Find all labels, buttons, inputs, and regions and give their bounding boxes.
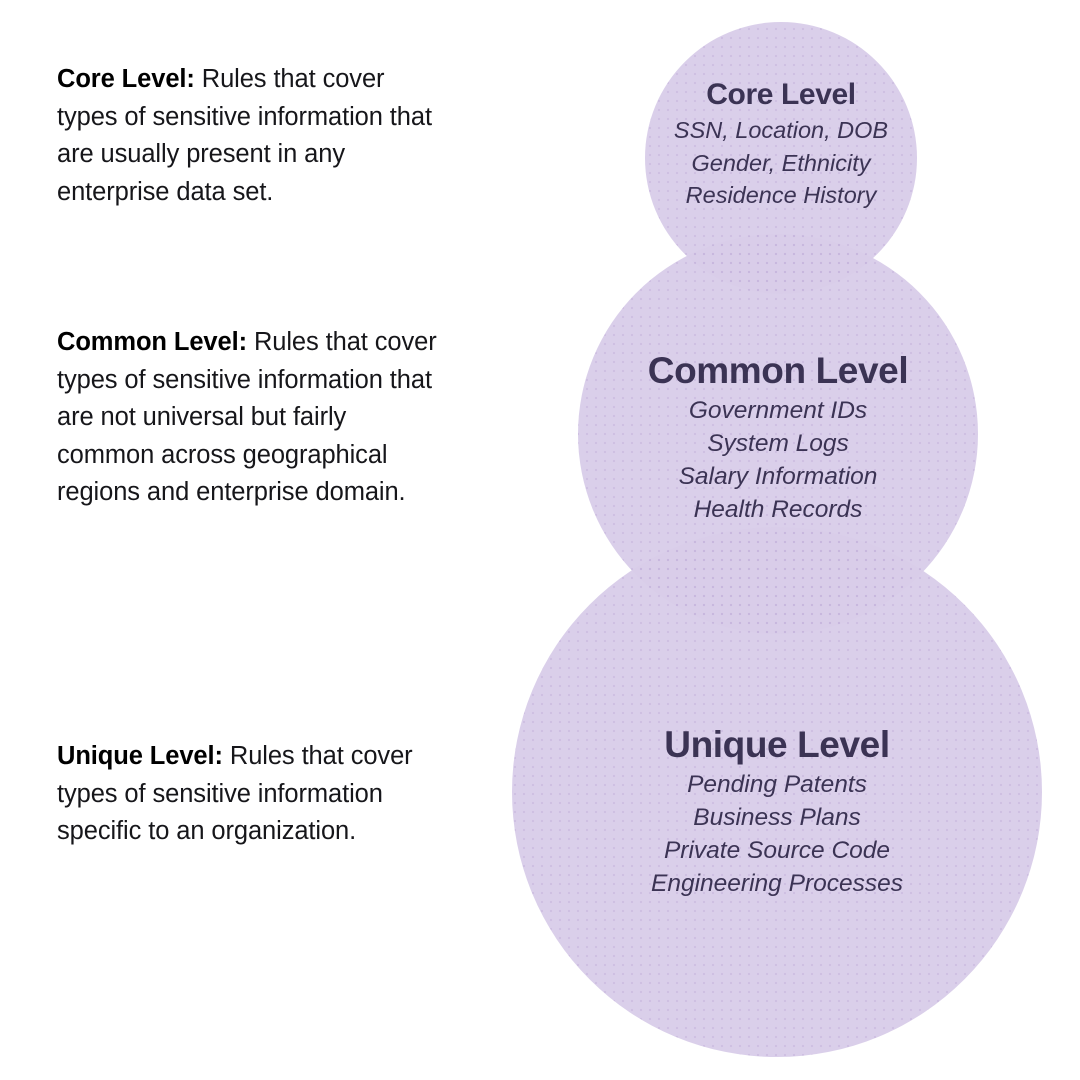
description-core-level-lead: Core Level: [57,65,195,93]
description-unique-level-body: Rules that cover types of sensitive info… [57,742,413,845]
description-unique-level-lead: Unique Level: [57,742,223,770]
circle-item: Gender, Ethnicity [691,149,871,176]
circle-item: Residence History [685,182,877,208]
circle-item: Engineering Processes [651,870,903,897]
circle-unique-texture [512,527,1042,1057]
circle-item: Health Records [693,496,863,523]
description-common-level: Common Level: Rules that cover types of … [57,324,449,512]
circle-title-core-level: Core Level [706,78,856,111]
circle-item: Private Source Code [663,837,891,864]
circle-item: Business Plans [693,804,861,831]
circle-items-core-level: SSN, Location, DOB Gender, Ethnicity Res… [645,114,917,212]
circle-item: Pending Patents [687,771,867,798]
description-common-level-body: Rules that cover types of sensitive info… [57,328,437,506]
description-common-level-lead: Common Level: [57,328,247,356]
circle-label-unique-level: Unique Level Pending Patents Business Pl… [527,722,1027,900]
circle-item: SSN, Location, DOB [673,117,889,143]
circle-items-common-level: Government IDs System Logs Salary Inform… [578,394,978,526]
circle-item: Government IDs [688,397,868,424]
description-core-level: Core Level: Rules that cover types of se… [57,61,449,211]
circle-items-unique-level: Pending Patents Business Plans Private S… [527,768,1027,900]
description-core-level-body: Rules that cover types of sensitive info… [57,65,432,206]
circle-title-unique-level: Unique Level [664,724,890,765]
circle-item: Salary Information [678,463,878,490]
description-column: Core Level: Rules that cover types of se… [57,0,457,1080]
circle-label-common-level: Common Level Government IDs System Logs … [578,348,978,526]
circle-core-texture [645,22,917,294]
circle-label-core-level: Core Level SSN, Location, DOB Gender, Et… [645,76,917,212]
circle-common-texture [578,234,978,634]
description-unique-level: Unique Level: Rules that cover types of … [57,738,449,851]
circle-item: System Logs [707,430,849,457]
circle-title-common-level: Common Level [647,350,909,391]
